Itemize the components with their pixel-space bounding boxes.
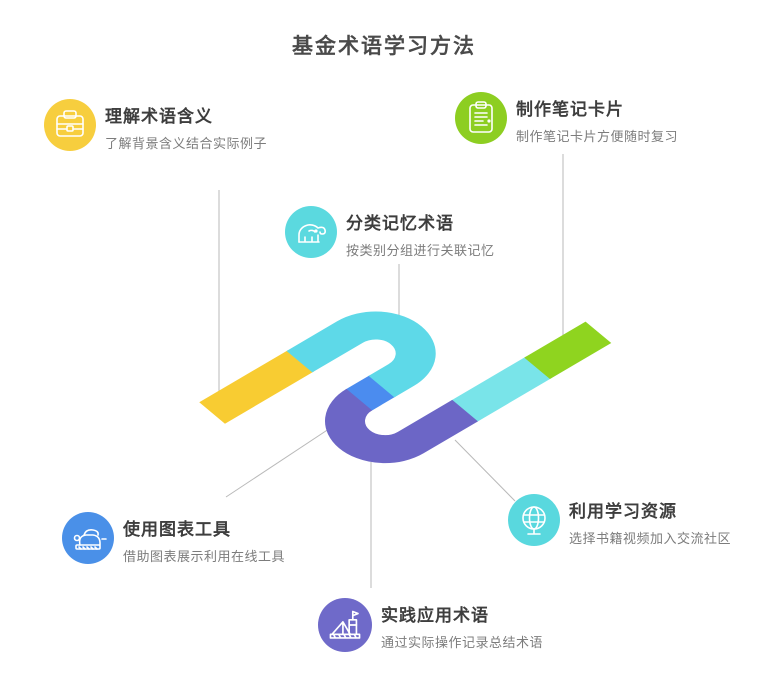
node-title: 分类记忆术语 bbox=[346, 214, 454, 233]
node-classify-memorize: 分类记忆术语 按类别分组进行关联记忆 bbox=[285, 206, 495, 259]
ribbon-segment-cyan bbox=[286, 311, 436, 398]
node-learning-resources: 利用学习资源 选择书籍视频加入交流社区 bbox=[508, 494, 731, 547]
node-use-chart-tools: 使用图表工具 借助图表展示利用在线工具 bbox=[62, 512, 285, 565]
node-description: 选择书籍视频加入交流社区 bbox=[569, 531, 732, 546]
ribbon-segment-yellow bbox=[199, 350, 314, 424]
node-title: 利用学习资源 bbox=[569, 502, 677, 521]
connector-line-resources bbox=[454, 439, 516, 502]
node-description: 了解背景含义结合实际例子 bbox=[105, 136, 268, 151]
node-practice-terms: 实践应用术语 通过实际操作记录总结术语 bbox=[318, 598, 543, 652]
ribbon-shape bbox=[199, 311, 612, 464]
node-description: 制作笔记卡片方便随时复习 bbox=[516, 129, 679, 144]
iron-tool-icon bbox=[62, 512, 114, 564]
ribbon-segment-green bbox=[524, 321, 612, 380]
node-make-note-cards: 制作笔记卡片 制作笔记卡片方便随时复习 bbox=[455, 92, 678, 145]
node-understand-terms: 理解术语含义 了解背景含义结合实际例子 bbox=[44, 99, 267, 152]
ribbon-segment-purple bbox=[325, 388, 478, 464]
clipboard-icon bbox=[455, 92, 507, 144]
node-title: 实践应用术语 bbox=[381, 606, 489, 625]
ribbon-segment-blue bbox=[345, 374, 396, 411]
node-title: 理解术语含义 bbox=[105, 107, 213, 126]
page-title: 基金术语学习方法 bbox=[292, 35, 476, 58]
node-description: 按类别分组进行关联记忆 bbox=[346, 243, 495, 258]
briefcase-icon bbox=[44, 99, 96, 151]
node-title: 使用图表工具 bbox=[123, 520, 231, 539]
node-description: 通过实际操作记录总结术语 bbox=[381, 635, 544, 650]
node-title: 制作笔记卡片 bbox=[516, 100, 624, 119]
tent-flag-icon bbox=[318, 598, 372, 652]
ribbon-segment-teal bbox=[450, 356, 553, 423]
globe-icon bbox=[508, 494, 560, 546]
elephant-icon bbox=[285, 206, 337, 258]
node-description: 借助图表展示利用在线工具 bbox=[123, 549, 286, 564]
